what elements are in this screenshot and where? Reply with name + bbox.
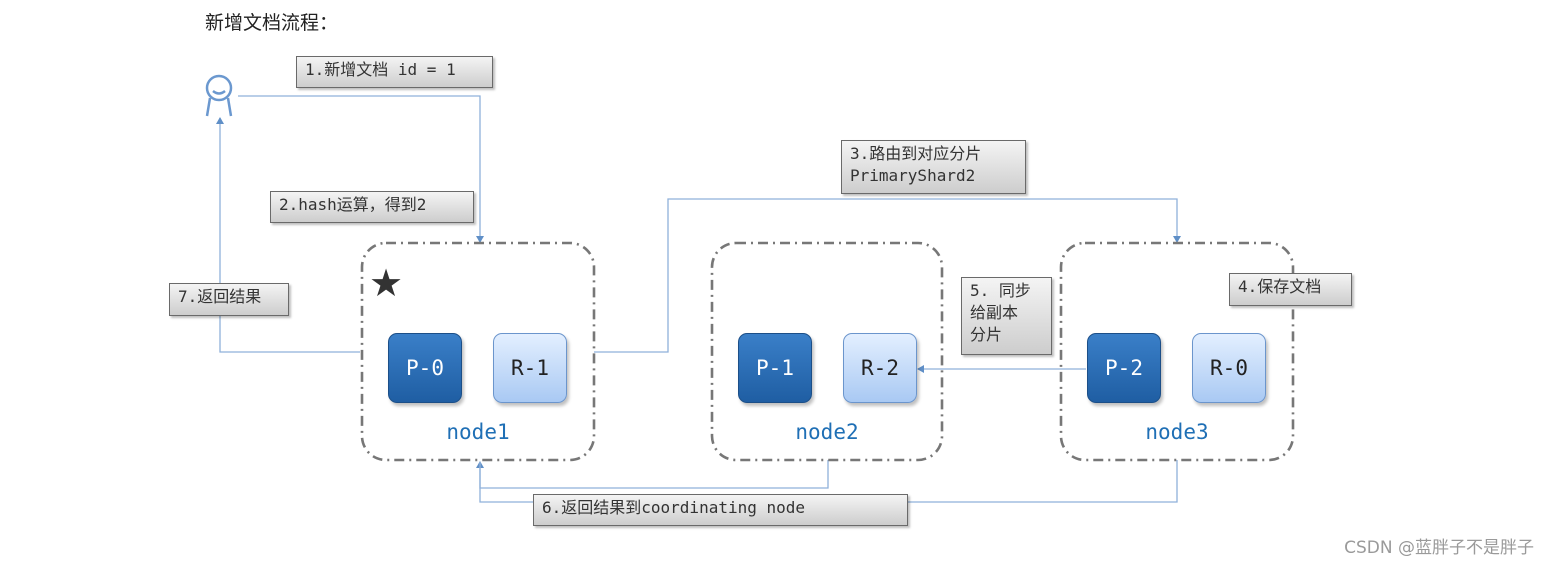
node2-border <box>710 241 944 462</box>
step4-label: 4.保存文档 <box>1229 273 1352 306</box>
node2-label: node2 <box>795 420 859 444</box>
arrow-node1-to-client <box>216 117 360 353</box>
node1-label: node1 <box>446 420 510 444</box>
node1-primary-shard: P-0 <box>388 333 462 403</box>
step7-label: 7.返回结果 <box>169 283 289 316</box>
node1-border <box>360 241 596 462</box>
diagram-title: 新增文档流程： <box>205 12 339 34</box>
star-icon: ★ <box>369 261 404 305</box>
node3-label: node3 <box>1145 420 1209 444</box>
step1-label: 1.新增文档 id = 1 <box>296 56 493 88</box>
step5-label: 5. 同步给副本分片 <box>961 277 1052 355</box>
arrow-node1-to-node3 <box>594 198 1181 353</box>
step6-label: 6.返回结果到coordinating node <box>533 494 908 526</box>
node2-primary-shard: P-1 <box>738 333 812 403</box>
step2-label: 2.hash运算，得到2 <box>270 191 474 223</box>
node1-replica-shard: R-1 <box>493 333 567 403</box>
user-icon <box>205 74 233 117</box>
watermark: CSDN @蓝胖子不是胖子 <box>1344 538 1534 558</box>
node2-replica-shard: R-2 <box>843 333 917 403</box>
node3-primary-shard: P-2 <box>1087 333 1161 403</box>
arrow-client-to-node1 <box>238 95 484 243</box>
node3-replica-shard: R-0 <box>1192 333 1266 403</box>
arrow-node2-to-node1 <box>476 460 829 489</box>
node3-border <box>1059 241 1295 462</box>
